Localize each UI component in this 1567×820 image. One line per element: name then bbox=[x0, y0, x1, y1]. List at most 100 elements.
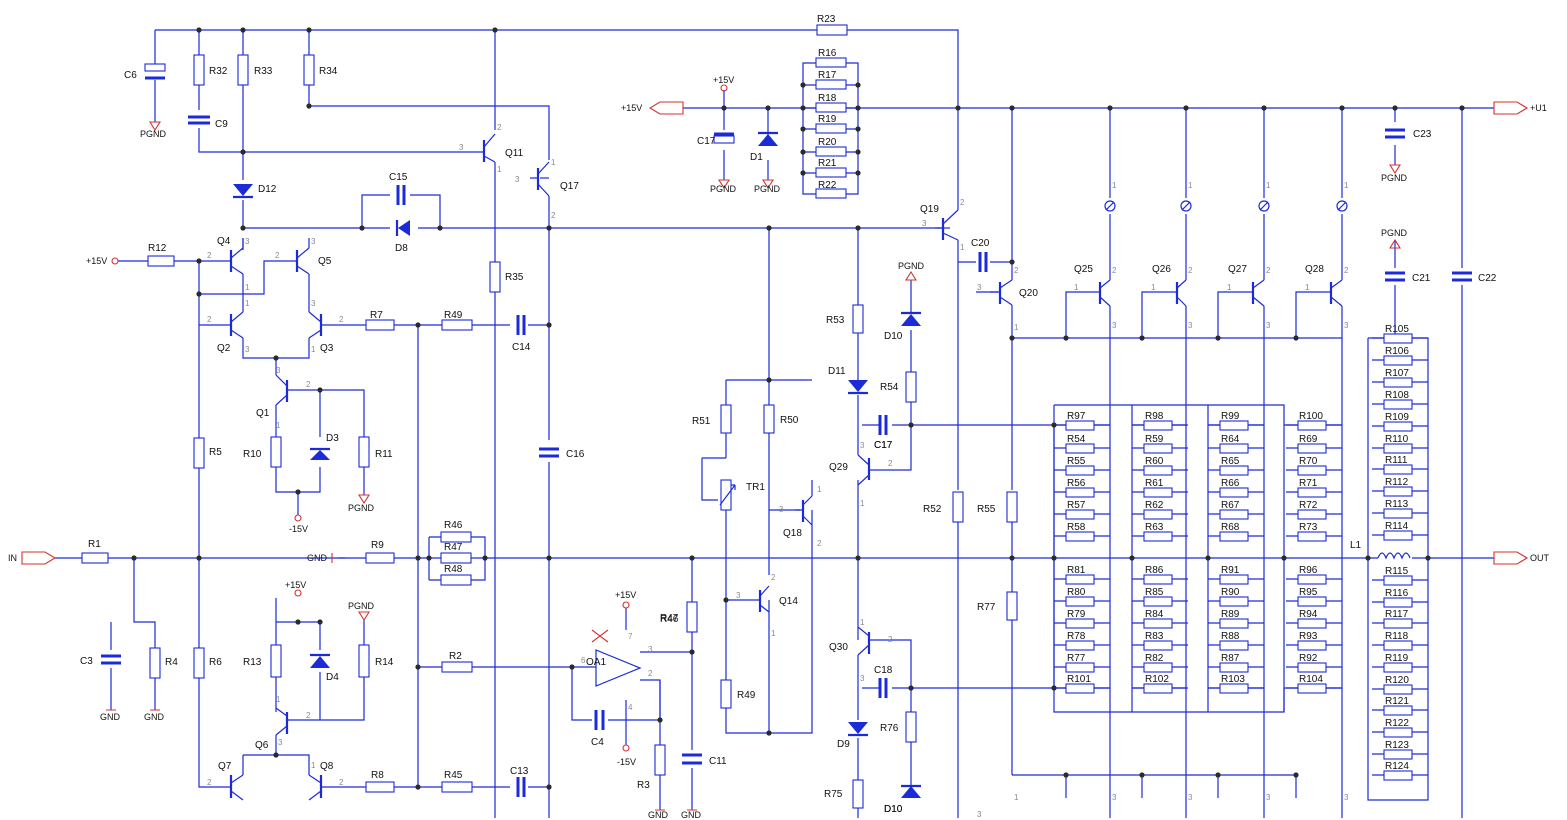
junction-dot bbox=[800, 82, 806, 88]
svg-text:3: 3 bbox=[860, 441, 865, 450]
svg-text:2: 2 bbox=[888, 635, 893, 644]
resistor-R101 bbox=[1065, 683, 1095, 694]
label-R118: R118 bbox=[1385, 631, 1409, 642]
resistor-R72 bbox=[1297, 509, 1327, 520]
svg-text:R21: R21 bbox=[818, 158, 837, 169]
label-R115: R115 bbox=[1385, 566, 1409, 577]
svg-text:Q14: Q14 bbox=[779, 596, 798, 607]
svg-text:1: 1 bbox=[497, 165, 502, 174]
junction-dot bbox=[415, 664, 421, 670]
svg-text:3: 3 bbox=[779, 505, 784, 514]
resistor-R64 bbox=[1219, 443, 1249, 454]
resistor-R107 bbox=[1383, 377, 1413, 388]
junction-dot bbox=[1293, 335, 1299, 341]
svg-text:2: 2 bbox=[1344, 266, 1349, 275]
label-R93: R93 bbox=[1299, 631, 1318, 642]
junction-dot bbox=[1205, 555, 1211, 561]
svg-text:C18: C18 bbox=[874, 665, 893, 676]
svg-text:+15V: +15V bbox=[86, 256, 107, 266]
svg-text:3: 3 bbox=[459, 143, 464, 152]
resistor-R97 bbox=[1065, 420, 1095, 431]
svg-text:GND: GND bbox=[144, 712, 165, 722]
svg-text:D9: D9 bbox=[837, 739, 850, 750]
junction-dot bbox=[800, 149, 806, 155]
resistor-R82 bbox=[1143, 662, 1173, 673]
label-R114: R114 bbox=[1385, 521, 1409, 532]
svg-text:-15V: -15V bbox=[289, 524, 308, 534]
label-R102: R102 bbox=[1145, 674, 1169, 685]
svg-text:1: 1 bbox=[311, 345, 316, 354]
svg-text:Q26: Q26 bbox=[1152, 264, 1171, 275]
svg-text:R76: R76 bbox=[880, 723, 899, 734]
svg-text:Q27: Q27 bbox=[1228, 264, 1247, 275]
junction-dot bbox=[240, 225, 246, 231]
svg-text:Q29: Q29 bbox=[829, 462, 848, 473]
label-R98: R98 bbox=[1145, 411, 1164, 422]
junction-dot bbox=[955, 105, 961, 111]
svg-text:C9: C9 bbox=[215, 119, 228, 130]
junction-dot bbox=[317, 387, 323, 393]
svg-text:PGND: PGND bbox=[348, 601, 375, 611]
label-R108: R108 bbox=[1385, 390, 1409, 401]
svg-text:R35: R35 bbox=[505, 272, 524, 283]
junction-dot bbox=[1051, 685, 1057, 691]
svg-text:7: 7 bbox=[628, 632, 633, 641]
resistor-R79 bbox=[1065, 618, 1095, 629]
junction-dot bbox=[1107, 105, 1113, 111]
junction-dot bbox=[415, 784, 421, 790]
label-R57: R57 bbox=[1067, 500, 1086, 511]
svg-text:2: 2 bbox=[306, 380, 311, 389]
junction-dot bbox=[800, 105, 806, 111]
label-R55: R55 bbox=[1067, 456, 1086, 467]
svg-text:C4: C4 bbox=[591, 737, 604, 748]
svg-text:PGND: PGND bbox=[1381, 228, 1408, 238]
label-R107: R107 bbox=[1385, 368, 1409, 379]
svg-text:1: 1 bbox=[551, 158, 556, 167]
svg-text:R34: R34 bbox=[319, 66, 338, 77]
svg-text:2: 2 bbox=[306, 711, 311, 720]
junction-dot bbox=[295, 619, 301, 625]
label-R117: R117 bbox=[1385, 609, 1409, 620]
junction-dot bbox=[1009, 335, 1015, 341]
junction-dot bbox=[1063, 335, 1069, 341]
label-R113: R113 bbox=[1385, 499, 1409, 510]
svg-text:C17: C17 bbox=[874, 440, 893, 451]
resistor-R103 bbox=[1219, 683, 1249, 694]
resistor-R95 bbox=[1297, 596, 1327, 607]
svg-text:R22: R22 bbox=[818, 180, 837, 191]
svg-text:3: 3 bbox=[245, 345, 250, 354]
label-R84: R84 bbox=[1145, 609, 1164, 620]
resistor-R63 bbox=[1143, 531, 1173, 542]
svg-text:1: 1 bbox=[311, 761, 316, 770]
label-R88: R88 bbox=[1221, 631, 1240, 642]
junction-dot bbox=[196, 555, 202, 561]
junction-dot bbox=[689, 555, 695, 561]
junction-dot bbox=[482, 555, 488, 561]
junction-dot bbox=[766, 730, 772, 736]
svg-text:R77: R77 bbox=[977, 602, 996, 613]
electrolytic-caps bbox=[144, 63, 735, 144]
svg-text:3: 3 bbox=[922, 219, 927, 228]
svg-text:3: 3 bbox=[311, 299, 316, 308]
label-R100: R100 bbox=[1299, 411, 1323, 422]
resistor-R69 bbox=[1297, 443, 1327, 454]
capacitor-plates bbox=[101, 68, 1472, 797]
svg-text:1: 1 bbox=[1305, 283, 1310, 292]
svg-text:3: 3 bbox=[648, 645, 653, 654]
label-R86: R86 bbox=[1145, 565, 1164, 576]
svg-text:1: 1 bbox=[245, 283, 250, 292]
svg-text:R10: R10 bbox=[243, 449, 262, 460]
resistor-R88 bbox=[1219, 640, 1249, 651]
svg-text:1: 1 bbox=[1074, 283, 1079, 292]
power-symbols bbox=[21, 84, 1529, 811]
junction-dot bbox=[273, 355, 279, 361]
svg-text:PGND: PGND bbox=[898, 261, 925, 271]
svg-text:2: 2 bbox=[817, 539, 822, 548]
svg-text:1: 1 bbox=[1014, 793, 1019, 802]
svg-text:R1: R1 bbox=[88, 539, 101, 550]
resistor-R109 bbox=[1383, 421, 1413, 432]
transistor-leads bbox=[222, 133, 1343, 801]
junction-dot bbox=[546, 555, 552, 561]
label-R99: R99 bbox=[1221, 411, 1240, 422]
svg-text:R8: R8 bbox=[371, 770, 384, 781]
